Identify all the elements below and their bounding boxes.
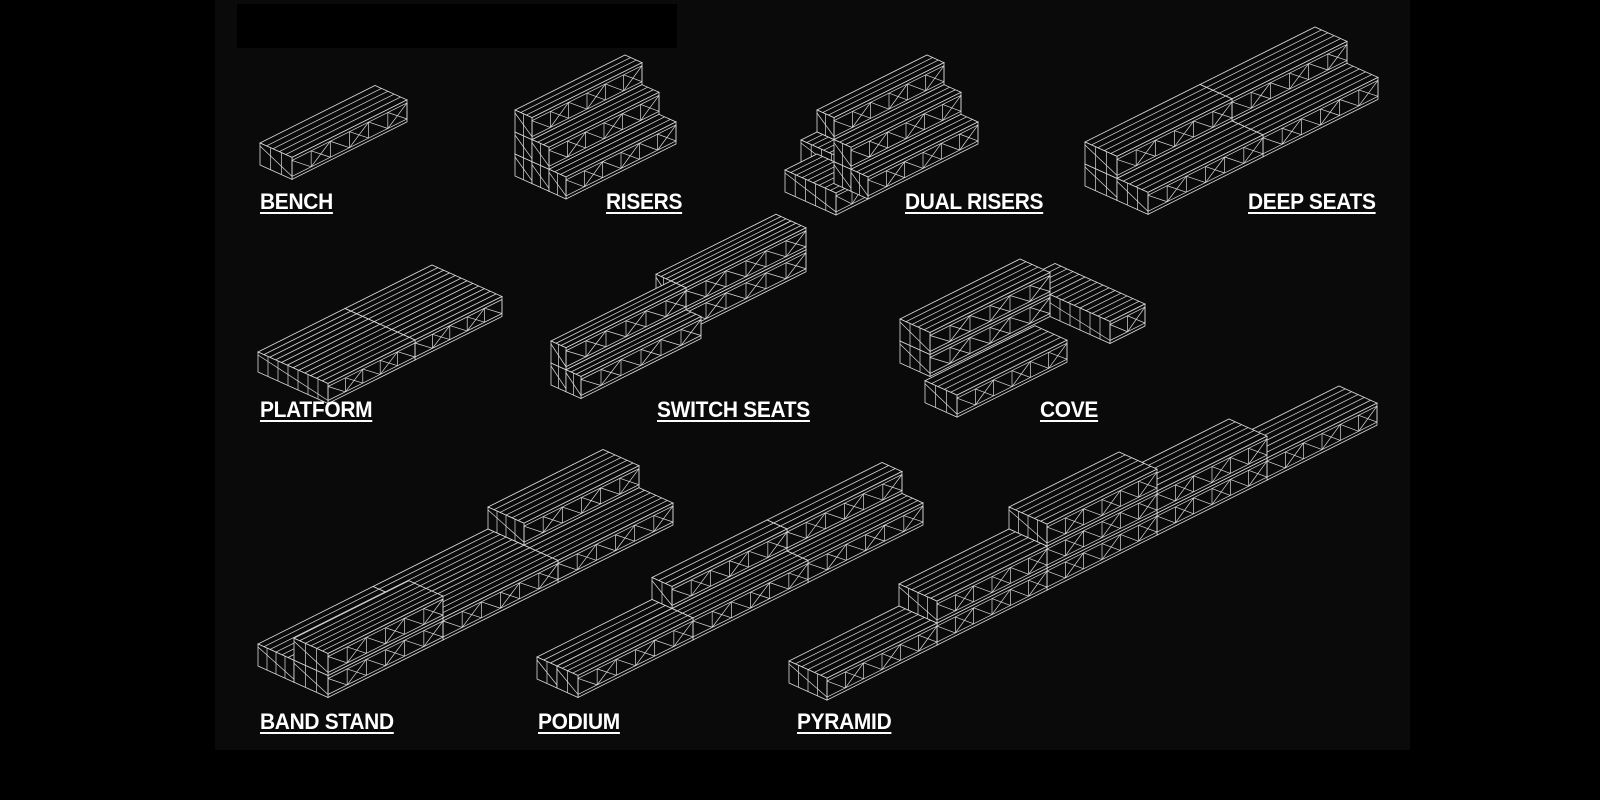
structure-risers — [514, 54, 677, 200]
label-pyramid: PYRAMID — [797, 709, 892, 734]
label-podium: PODIUM — [538, 709, 620, 734]
truss-module — [850, 113, 979, 200]
truss-module — [565, 309, 702, 400]
truss-module — [556, 608, 694, 699]
label-band-stand: BAND STAND — [260, 709, 394, 734]
label-dual-risers: DUAL RISERS — [905, 189, 1044, 214]
truss-module — [259, 85, 408, 181]
label-switch-seats: SWITCH SEATS — [657, 397, 810, 422]
truss-module — [548, 113, 677, 200]
structure-bench — [259, 85, 408, 181]
label-risers: RISERS — [606, 189, 683, 214]
truss-module — [293, 580, 444, 677]
structure-podium — [536, 462, 924, 699]
truss-module — [899, 258, 1051, 356]
structure-platform — [257, 264, 503, 405]
structure-deep-seats — [1084, 26, 1379, 215]
truss-module — [487, 449, 640, 546]
truss-module — [514, 54, 643, 141]
label-bench: BENCH — [260, 189, 333, 214]
truss-module — [924, 325, 1068, 418]
label-cove: COVE — [1040, 397, 1099, 422]
truss-module — [531, 84, 660, 170]
truss-module — [651, 519, 788, 610]
structure-cove — [899, 258, 1146, 418]
title-bar-blank — [237, 4, 677, 48]
truss-module — [1008, 451, 1158, 547]
truss-module — [898, 528, 1048, 624]
structure-dual-risers — [784, 54, 979, 216]
structure-switch-seats — [550, 213, 807, 400]
label-platform: PLATFORM — [260, 397, 373, 422]
truss-module — [1116, 120, 1264, 215]
structure-band-stand — [257, 449, 674, 699]
structure-pyramid — [788, 385, 1378, 701]
truss-module — [1084, 84, 1233, 180]
label-deep-seats: DEEP SEATS — [1248, 189, 1376, 214]
truss-module — [550, 280, 687, 371]
truss-module — [788, 605, 938, 701]
truss-module — [257, 308, 416, 405]
